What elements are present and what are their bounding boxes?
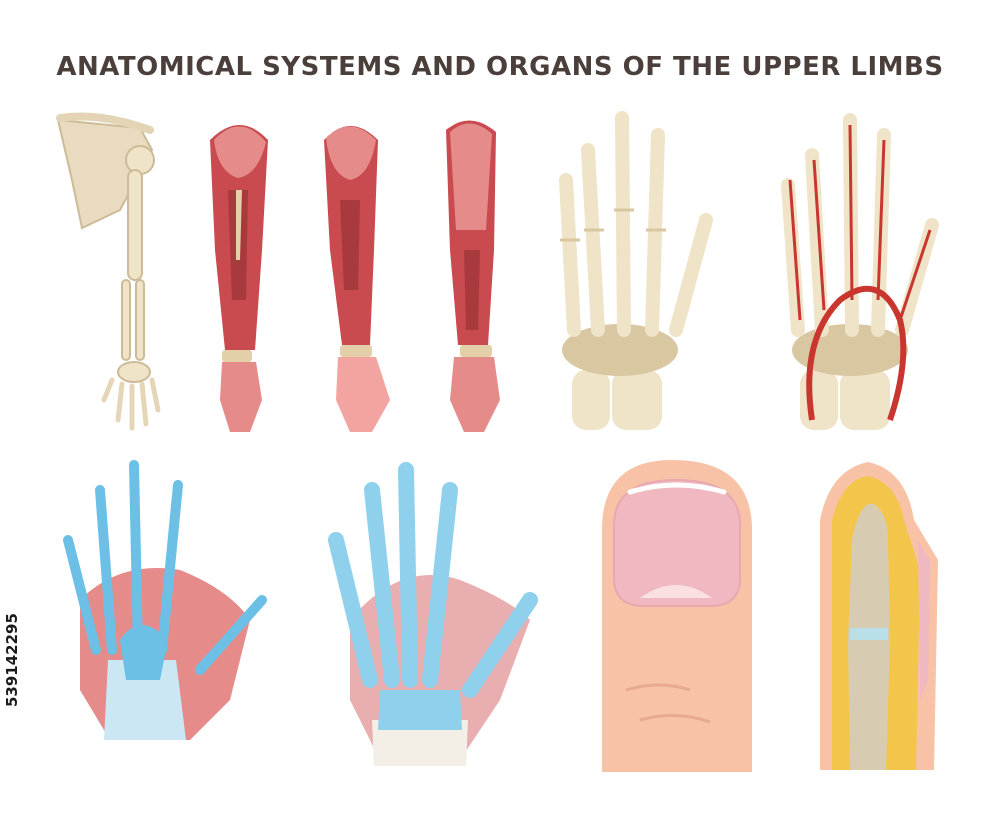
- arm-muscles-back: [446, 120, 500, 432]
- fingertip-nail: [602, 460, 752, 772]
- hand-arteries: [781, 113, 939, 430]
- fingertip-cross-section: [820, 462, 938, 770]
- arm-muscles-side: [324, 126, 390, 432]
- arm-muscles-front: [210, 125, 268, 432]
- arm-skeleton: [56, 112, 161, 431]
- hand-skeleton: [559, 111, 713, 430]
- hand-muscles-tendons: [63, 460, 267, 740]
- page-title: ANATOMICAL SYSTEMS AND ORGANS OF THE UPP…: [56, 52, 944, 82]
- hand-tendon-sheaths: [328, 462, 538, 766]
